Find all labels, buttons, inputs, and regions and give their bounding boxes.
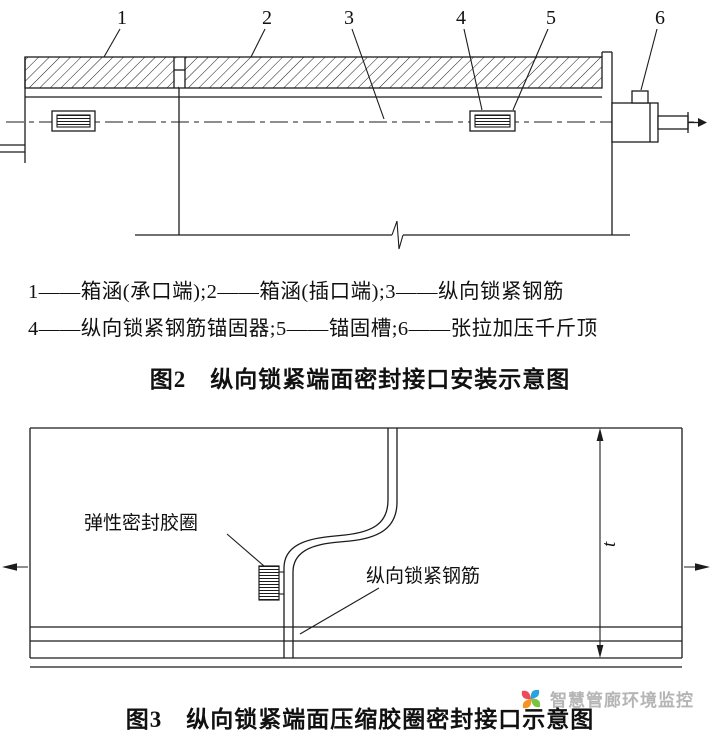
- callout-leader-4: [463, 28, 483, 111]
- lock-bar-label: 纵向锁紧钢筋: [366, 565, 480, 587]
- figure2-caption: 图2 纵向锁紧端面密封接口安装示意图: [149, 367, 571, 392]
- callout-leader-2: [250, 28, 266, 58]
- seal-ring-leader: [226, 533, 265, 567]
- callout-5: 5: [546, 7, 556, 29]
- stepped-joint: [283, 428, 398, 658]
- anchor-device-right: [469, 110, 516, 132]
- legend-line-2: 4——纵向锁紧钢筋锚固器;5——锚固槽;6——张拉加压千斤顶: [28, 318, 598, 340]
- figure3-seal-joint-diagram: t 弹性密封胶圈 纵向锁紧钢筋: [2, 427, 710, 668]
- watermark-text: 智慧管廊环境监控: [550, 691, 694, 710]
- dimension-arrow-bottom: [596, 645, 604, 658]
- thickness-dimension: t: [596, 428, 620, 658]
- culvert-walls: [0, 57, 602, 235]
- seal-ring-label: 弹性密封胶圈: [84, 512, 198, 534]
- callout-4: 4: [456, 7, 466, 29]
- annotation-labels: 弹性密封胶圈 纵向锁紧钢筋: [84, 512, 480, 635]
- callout-leader-3: [351, 28, 385, 120]
- right-break-arrow: [684, 563, 710, 571]
- figure2-installation-diagram: 1 2 3 4 5 6: [0, 7, 707, 250]
- figure3-caption: 图3 纵向锁紧端面压缩胶圈密封接口示意图: [125, 707, 595, 730]
- callout-labels: 1 2 3 4 5 6: [103, 7, 665, 120]
- watermark: 智慧管廊环境监控: [519, 686, 694, 711]
- callout-leader-5: [512, 28, 549, 111]
- dimension-arrow-top: [596, 428, 604, 441]
- figure2-legend: 1——箱涵(承口端);2——箱涵(插口端);3——纵向锁紧钢筋 4——纵向锁紧钢…: [28, 274, 692, 348]
- callout-leader-1: [103, 28, 121, 58]
- pinwheel-logo-icon: [521, 689, 541, 708]
- jack-body: [611, 102, 659, 143]
- culvert-top-wall: [24, 56, 603, 89]
- dimension-label-t: t: [599, 541, 620, 547]
- wall-outline: [29, 427, 683, 668]
- break-symbol: [391, 220, 404, 250]
- bottom-boundary: [135, 220, 630, 250]
- left-break-arrow: [2, 563, 28, 571]
- lock-bar-leader: [299, 587, 380, 635]
- jack-tip: [698, 118, 707, 127]
- jack-bolt: [631, 90, 649, 104]
- tension-jack: [601, 51, 707, 235]
- callout-1: 1: [117, 7, 127, 29]
- callout-3: 3: [344, 7, 354, 29]
- callout-2: 2: [262, 7, 272, 29]
- callout-leader-6: [640, 28, 658, 91]
- jack-rod: [657, 115, 689, 130]
- callout-6: 6: [655, 7, 665, 29]
- legend-line-1: 1——箱涵(承口端);2——箱涵(插口端);3——纵向锁紧钢筋: [28, 281, 564, 303]
- anchor-device-left: [51, 110, 96, 132]
- elastic-seal-ring: [258, 565, 284, 601]
